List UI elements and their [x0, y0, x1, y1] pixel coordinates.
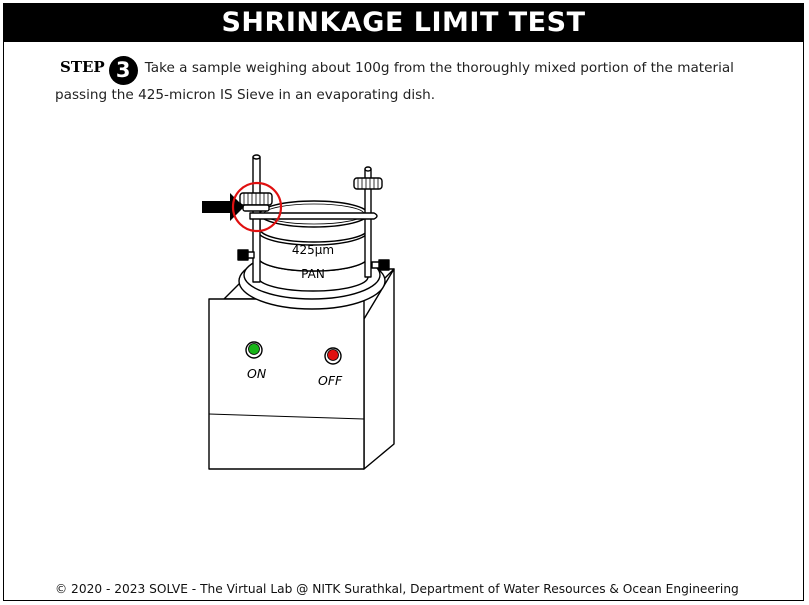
step-text: Take a sample weighing about 100g from t…	[55, 60, 734, 103]
off-button[interactable]	[324, 347, 342, 365]
highlight-circle	[231, 181, 283, 233]
on-button[interactable]	[245, 341, 263, 359]
clamp-bar	[249, 212, 378, 220]
step-label: STEP	[60, 58, 105, 76]
page-title: SHRINKAGE LIMIT TEST	[4, 4, 803, 42]
footer-credit: © 2020 - 2023 SOLVE - The Virtual Lab @ …	[55, 582, 739, 596]
right-clamp-knob[interactable]	[353, 177, 383, 190]
sieve-label: 425μm	[292, 243, 334, 257]
left-clamp-knob[interactable]	[239, 192, 273, 212]
shaker-body-front	[208, 298, 365, 470]
off-label: OFF	[318, 373, 343, 388]
pan-label: PAN	[301, 267, 325, 281]
pointer-arrow	[202, 193, 244, 221]
left-side-screw	[237, 249, 255, 261]
on-label: ON	[247, 366, 267, 381]
step-number-badge: 3	[108, 56, 138, 85]
right-side-screw	[371, 259, 390, 271]
sieve-shaker-apparatus[interactable]: 425μm PAN ON OFF	[194, 149, 614, 479]
